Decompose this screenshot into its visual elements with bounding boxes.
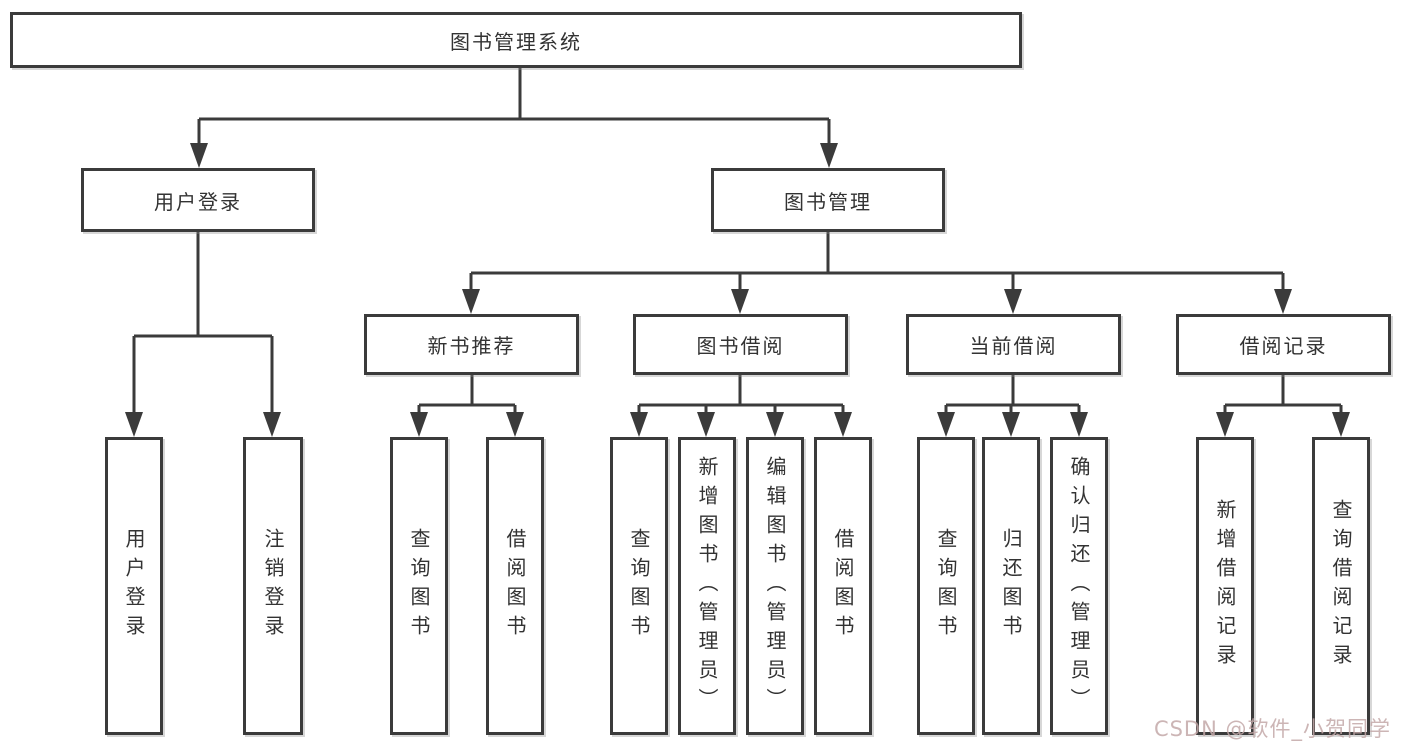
node-label: 图书借阅 [696,334,785,358]
leaf-query-book-current: 查询图书 [917,437,975,735]
leaf-label: 查询图书 [934,528,958,644]
leaf-user-login: 用户登录 [105,437,163,735]
leaf-label: 编辑图书（管理员） [763,455,787,717]
leaf-label: 归还图书 [999,528,1023,644]
leaf-label: 新增图书（管理员） [695,455,719,717]
leaf-edit-book-admin: 编辑图书（管理员） [746,437,804,735]
leaf-label: 借阅图书 [503,528,527,644]
leaf-add-book-admin: 新增图书（管理员） [678,437,736,735]
leaf-label: 查询图书 [627,528,651,644]
leaf-query-book-borrow: 查询图书 [610,437,668,735]
node-new-book-recommend: 新书推荐 [364,314,579,375]
leaf-query-borrow-record: 查询借阅记录 [1312,437,1370,735]
node-current-borrow: 当前借阅 [906,314,1121,375]
node-label: 当前借阅 [969,334,1058,358]
node-book-management: 图书管理 [711,168,945,232]
leaf-logout: 注销登录 [243,437,303,735]
leaf-label: 查询图书 [407,528,431,644]
leaf-label: 查询借阅记录 [1329,499,1353,673]
leaf-label: 新增借阅记录 [1213,499,1237,673]
leaf-label: 确认归还（管理员） [1067,455,1091,717]
node-label: 图书管理 [784,189,872,214]
leaf-borrow-book: 借阅图书 [814,437,872,735]
node-label: 用户登录 [154,189,242,214]
node-label: 图书管理系统 [450,29,582,54]
leaf-add-borrow-record: 新增借阅记录 [1196,437,1254,735]
leaf-return-book: 归还图书 [982,437,1040,735]
leaf-label: 注销登录 [261,528,285,644]
node-library-management-system: 图书管理系统 [10,12,1022,68]
arrowheads [125,143,1350,437]
node-borrow-record: 借阅记录 [1176,314,1391,375]
node-label: 新书推荐 [427,334,516,358]
leaf-borrow-book-recommend: 借阅图书 [486,437,544,735]
node-book-borrow: 图书借阅 [633,314,848,375]
leaf-label: 借阅图书 [831,528,855,644]
csdn-watermark: CSDN @软件_小贺同学 [1153,717,1391,741]
leaf-label: 用户登录 [122,528,146,644]
node-label: 借阅记录 [1239,334,1328,358]
leaf-confirm-return-admin: 确认归还（管理员） [1050,437,1108,735]
leaf-query-book-recommend: 查询图书 [390,437,448,735]
node-user-login: 用户登录 [81,168,315,232]
